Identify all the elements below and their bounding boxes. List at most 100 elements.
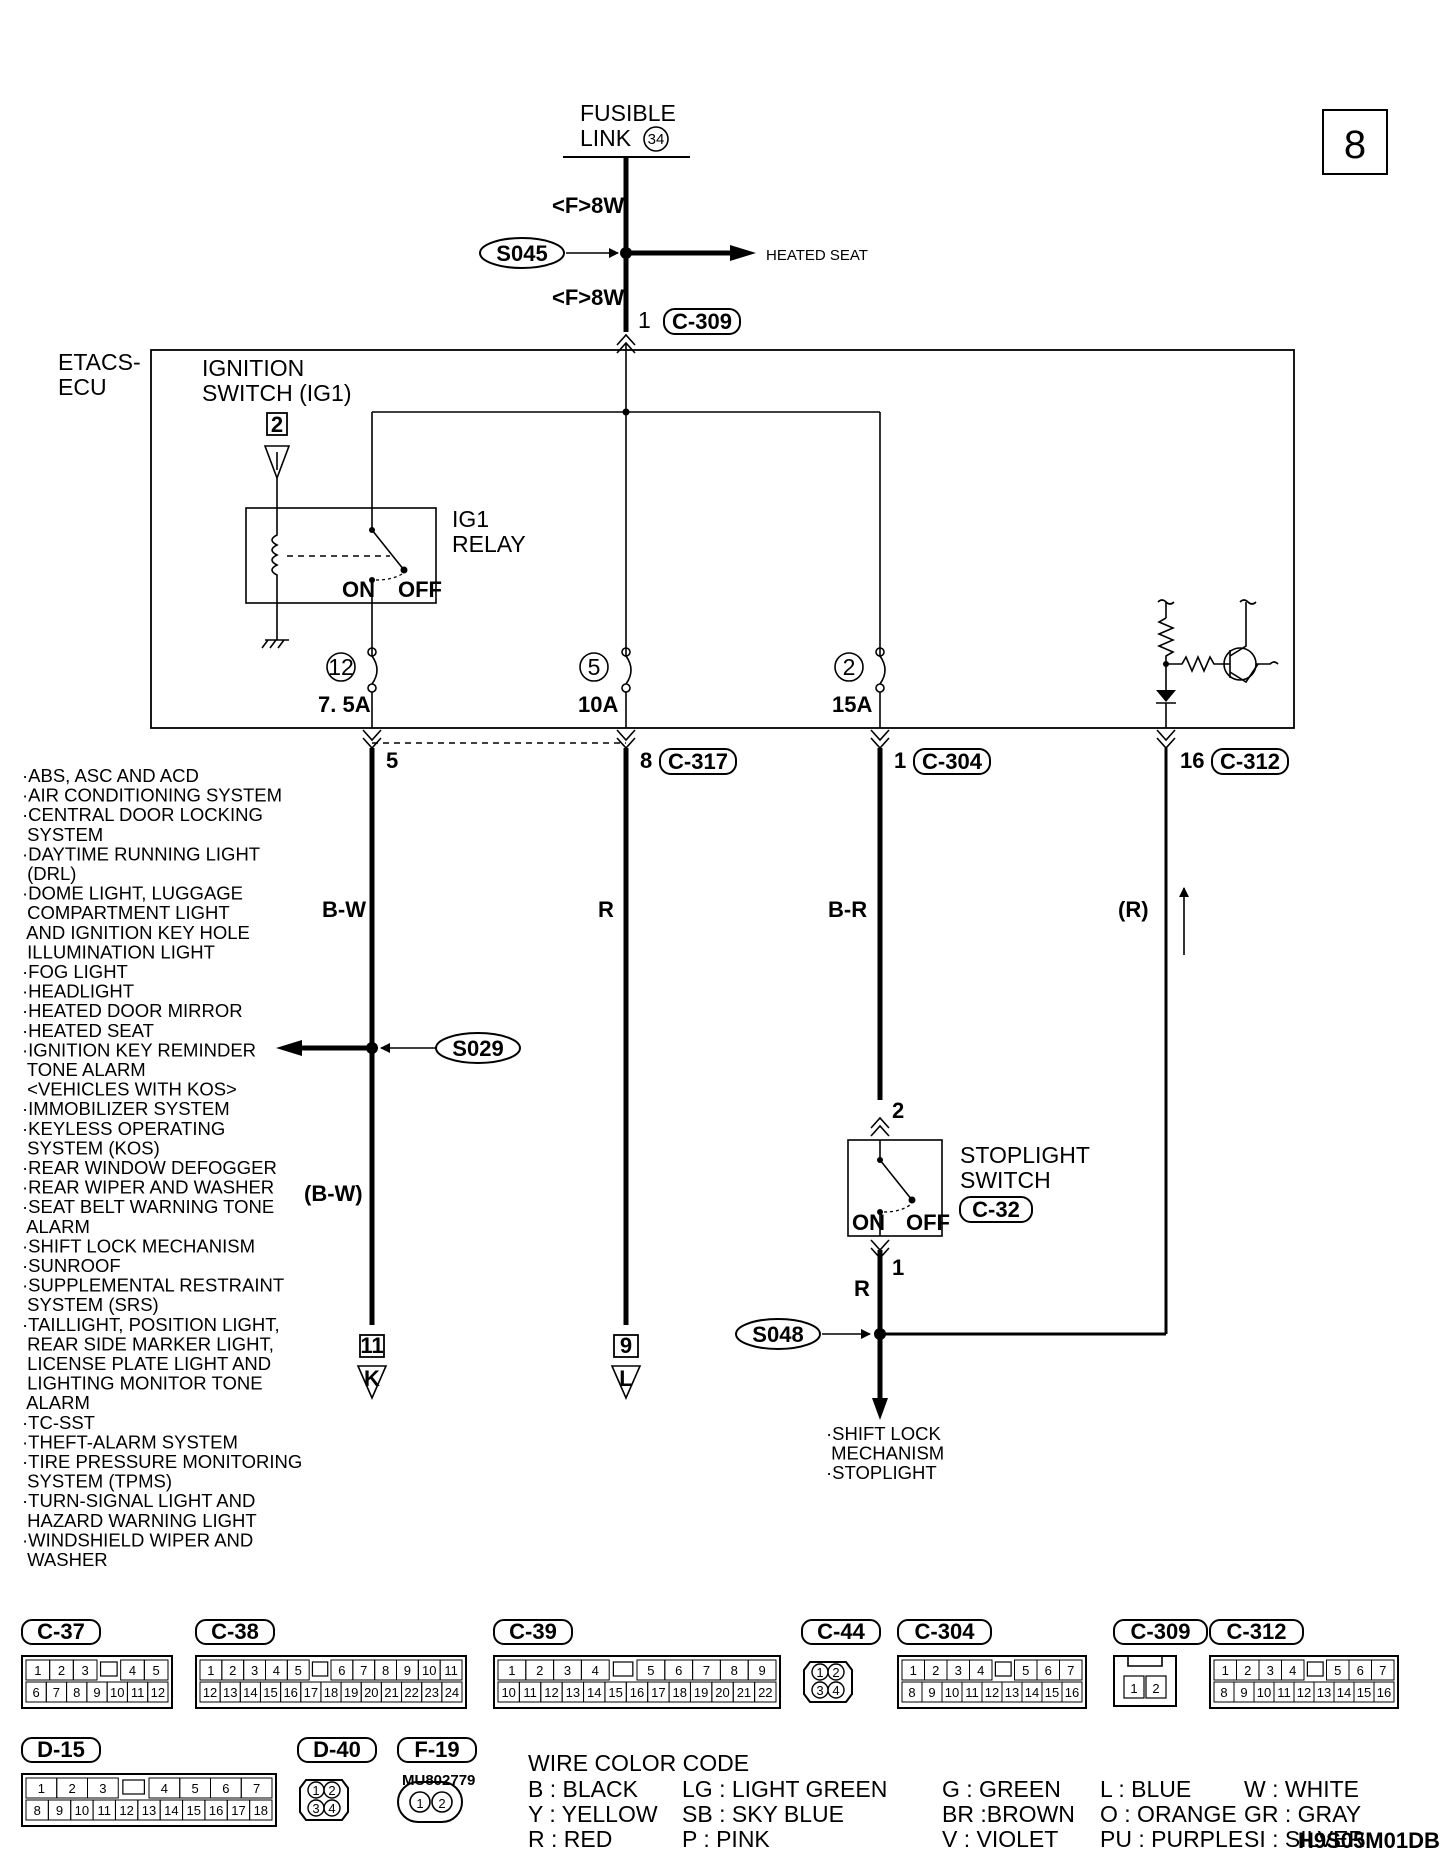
wire-color-code-entry: G : GREEN (942, 1776, 1061, 1802)
connector-pin: 6 (338, 1663, 345, 1678)
connector-pin: 14 (243, 1685, 257, 1700)
stoplight-arm (879, 1159, 913, 1201)
connector-pin: 14 (164, 1803, 178, 1818)
sense-resistor-1 (1156, 617, 1176, 690)
output-chevron-4 (1156, 729, 1176, 750)
connector-cavity (72, 1659, 98, 1681)
connector-pin: 4 (832, 1683, 839, 1698)
connector-pin: 9 (93, 1685, 100, 1700)
wire-color-code-entry: BR :BROWN (942, 1801, 1075, 1827)
feed-wire-lower-label: <F>8W (552, 285, 624, 310)
fusible-link-line1: FUSIBLE (580, 100, 676, 126)
heated-seat-arrow (730, 245, 756, 261)
wire-color-code-entry: Y : YELLOW (528, 1801, 658, 1827)
connector-badge (493, 1619, 573, 1645)
output-chevron-3 (870, 729, 890, 750)
feed-pin-number: 1 (638, 307, 651, 333)
fuse-12-rating: 7. 5A (318, 692, 371, 717)
stoplight-on-off-link (883, 1204, 911, 1213)
connector-pin: 8 (73, 1685, 80, 1700)
wire-color-code-entry: O : ORANGE (1100, 1801, 1237, 1827)
stoplight-label-line2: SWITCH (960, 1167, 1051, 1193)
systems-list-line: SYSTEM (KOS) (22, 1137, 160, 1158)
wire-color-code-rows: B : BLACK LG : LIGHT GREEN G : GREEN L : BL… (528, 1776, 1365, 1852)
connector-pin: 9 (928, 1685, 935, 1700)
systems-list-line: ·SUNROOF (22, 1255, 121, 1276)
systems-list-line: LICENSE PLATE LIGHT AND (22, 1353, 271, 1374)
systems-list-line: ·KEYLESS OPERATING (22, 1118, 225, 1139)
ignition-label-line1: IGNITION (202, 355, 304, 381)
output-3-pin: 1 (894, 748, 906, 773)
wire-color-code-entry: B : BLACK (528, 1776, 639, 1802)
connector-body (1209, 1655, 1399, 1709)
connector-name: C-44 (817, 1619, 865, 1644)
connector-pin: 2 (1244, 1663, 1251, 1678)
wire-color-code-entry: L : BLUE (1100, 1776, 1191, 1802)
fuse-5: 5 10A (578, 647, 632, 717)
fuse-5-number: 5 (588, 654, 601, 680)
stoplight-connector: C-32 (972, 1197, 1020, 1222)
connector-pin: 11 (965, 1685, 979, 1700)
connector-cavity (409, 1791, 431, 1813)
connector-pin: 3 (1267, 1663, 1274, 1678)
connector-cavity (439, 1659, 463, 1681)
connector-pin: 10 (945, 1685, 959, 1700)
connector-pin: 13 (1317, 1685, 1331, 1700)
wire-color-code-entry: PU : PURPLE (1100, 1826, 1243, 1852)
connector-pin: 1 (1130, 1681, 1137, 1696)
wire-r-right-label: (R) (1118, 897, 1149, 922)
connector-pin: 1 (38, 1781, 45, 1796)
connector-pin: 15 (1045, 1685, 1059, 1700)
relay-ground-symbol (261, 639, 289, 649)
connector-body (21, 1655, 173, 1709)
connector-pin: 15 (186, 1803, 200, 1818)
connector-pin: 10 (75, 1803, 89, 1818)
connector-badge (195, 1619, 275, 1645)
connector-pin: 7 (253, 1781, 260, 1796)
output-chevron-1 (362, 729, 382, 750)
systems-list-line: ·DOME LIGHT, LUGGAGE (22, 883, 243, 904)
connector-pin: 2 (69, 1781, 76, 1796)
output-chevron-2 (616, 729, 636, 750)
connector-cavity (969, 1659, 993, 1681)
connector-pin: 8 (34, 1803, 41, 1818)
systems-list-line: <VEHICLES WITH KOS> (22, 1079, 237, 1100)
connector-body (397, 1781, 463, 1823)
connector-body (299, 1779, 349, 1821)
stoplight-on-label: ON (852, 1210, 885, 1235)
connector-pin: 2 (536, 1663, 543, 1678)
wire-color-code-entry: V : VIOLET (942, 1826, 1058, 1852)
connector-badge (1113, 1619, 1208, 1645)
fusible-link-number-circle (643, 126, 669, 152)
splice-s048-label: S048 (752, 1322, 803, 1347)
stoplight-switch-box (847, 1139, 943, 1237)
connector-pin: 4 (977, 1663, 984, 1678)
connector-pin: 5 (1022, 1663, 1029, 1678)
connector-pin: 5 (192, 1781, 199, 1796)
relay-off-label: OFF (398, 577, 442, 602)
systems-list-line: LIGHTING MONITOR TONE (22, 1373, 263, 1394)
connector-pin: 19 (694, 1685, 708, 1700)
fusible-link-number: 34 (648, 131, 665, 148)
terminal-l-number: 9 (620, 1333, 632, 1358)
connector-pin: 10 (501, 1685, 515, 1700)
connector-badge (897, 1619, 992, 1645)
stoplight-pin-in: 2 (892, 1098, 904, 1123)
connector-badge (297, 1737, 377, 1763)
page-number: 8 (1344, 123, 1366, 167)
output-4-connector-badge (1211, 748, 1289, 775)
systems-list-line: WASHER (22, 1549, 108, 1570)
connector-pin: 4 (328, 1801, 335, 1816)
systems-list: ·ABS, ASC AND ACD·AIR CONDITIONING SYSTE… (22, 765, 302, 1570)
connector-pin: 5 (1334, 1663, 1341, 1678)
stoplight-sense-circuit (1156, 599, 1279, 728)
systems-list-line: SYSTEM (TPMS) (22, 1471, 172, 1492)
wire-color-code-entry: LG : LIGHT GREEN (682, 1776, 887, 1802)
connector-cavity (1373, 1681, 1395, 1703)
fuse-2-symbol (875, 647, 886, 693)
connector-pin: 14 (1337, 1685, 1351, 1700)
connector-pin: 17 (651, 1685, 665, 1700)
heated-seat-label: HEATED SEAT (766, 247, 868, 264)
stoplight-connector-badge (959, 1196, 1033, 1223)
connector-name: D-15 (37, 1737, 85, 1762)
